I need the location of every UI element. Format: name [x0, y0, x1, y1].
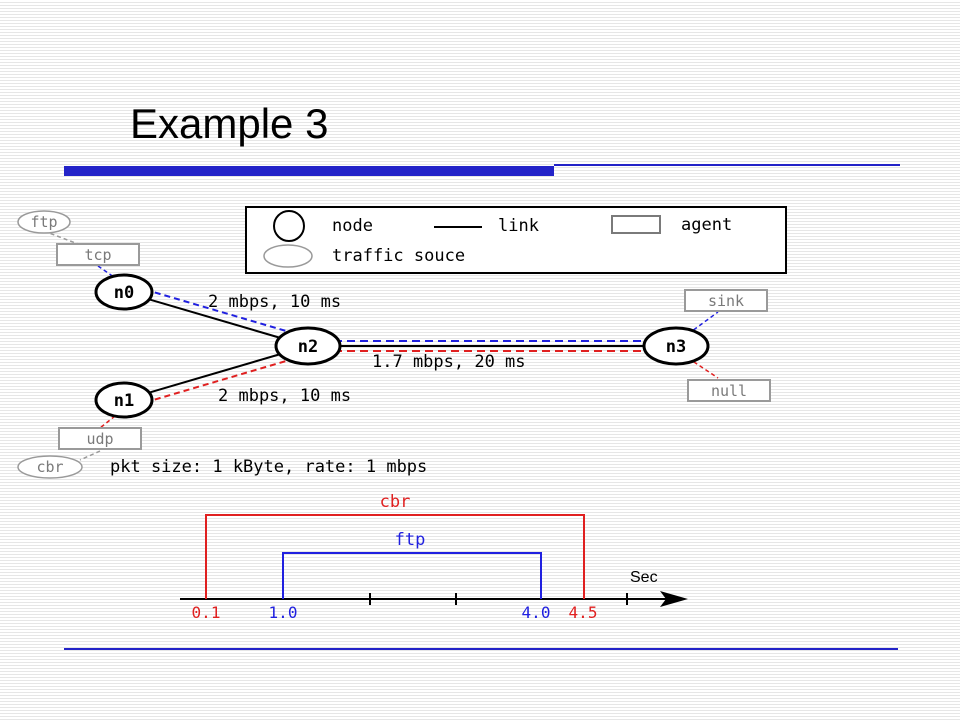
timeline-arrow-icon [660, 591, 688, 607]
title-underline-thick [64, 166, 554, 176]
link-n0-n2-label: 2 mbps, 10 ms [208, 292, 341, 312]
agent-tcp: tcp [56, 243, 140, 266]
legend: node link agent traffic souce [245, 206, 787, 274]
agent-null: null [687, 379, 771, 402]
timeline-bar-cbr: cbr [205, 492, 585, 599]
traffic-source-cbr: cbr [17, 455, 83, 479]
timeline-tick-label: 0.1 [192, 603, 221, 622]
legend-agent-icon [611, 215, 661, 234]
agent-udp: udp [58, 427, 142, 450]
timeline-tick-label: 4.0 [522, 603, 551, 622]
svg-text:cbr: cbr [36, 458, 63, 476]
node-n2: n2 [274, 326, 342, 366]
svg-text:n3: n3 [666, 337, 686, 357]
timeline: Sec cbr ftp 0.1 1.0 4.0 4.5 [180, 492, 688, 622]
node-n3: n3 [642, 326, 710, 366]
link-n1-n2 [123, 345, 311, 409]
title-underline-thin [554, 164, 900, 166]
slide-title: Example 3 [130, 100, 329, 147]
cbr-parameters-note: pkt size: 1 kByte, rate: 1 mbps [110, 457, 427, 477]
legend-traffic-source-label: traffic souce [332, 246, 465, 266]
svg-text:n1: n1 [114, 391, 134, 411]
traffic-source-ftp: ftp [17, 210, 71, 234]
svg-text:n0: n0 [114, 283, 134, 303]
svg-text:n2: n2 [298, 337, 318, 357]
timeline-tick-label: 1.0 [269, 603, 298, 622]
legend-node-icon [273, 210, 305, 242]
timeline-unit-label: Sec [630, 569, 658, 586]
svg-text:ftp: ftp [30, 213, 57, 231]
legend-link-label: link [498, 216, 539, 236]
svg-text:null: null [711, 382, 747, 400]
agent-sink: sink [684, 289, 768, 312]
link-n1-n2-label: 2 mbps, 10 ms [218, 386, 351, 406]
ns-topology-diagram: node link agent traffic souce 2 mbps, 10… [17, 206, 787, 622]
svg-text:tcp: tcp [84, 246, 111, 264]
node-n0: n0 [94, 273, 154, 311]
svg-text:ftp: ftp [395, 530, 426, 550]
legend-agent-label: agent [681, 215, 732, 235]
legend-traffic-source-icon [263, 244, 313, 268]
svg-text:cbr: cbr [380, 492, 411, 512]
bottom-rule [64, 648, 898, 650]
svg-text:sink: sink [708, 292, 744, 310]
link-n2-n3-label: 1.7 mbps, 20 ms [372, 352, 526, 372]
timeline-tick-label: 4.5 [569, 603, 598, 622]
link-n0-n2 [123, 283, 311, 347]
node-n1: n1 [94, 381, 154, 419]
legend-node-label: node [332, 216, 373, 236]
svg-text:udp: udp [86, 430, 113, 448]
link-n2-n3 [308, 340, 676, 352]
timeline-bar-ftp: ftp [282, 530, 542, 599]
